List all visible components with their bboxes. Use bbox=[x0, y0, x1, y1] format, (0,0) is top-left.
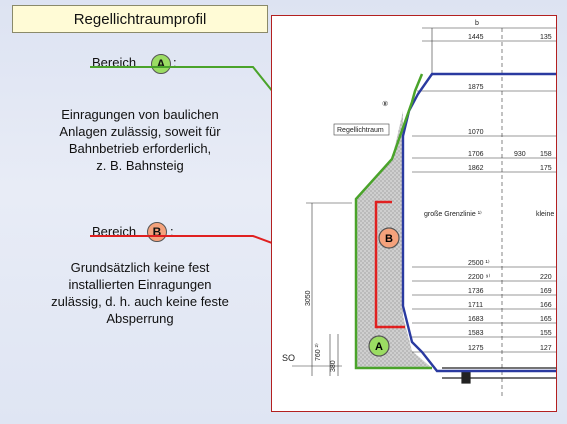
dim-760: 760 ²⁾ bbox=[314, 343, 322, 361]
dim-value: 1275 bbox=[468, 345, 484, 352]
limit-profile bbox=[401, 72, 556, 373]
zone-b-desc-line: Absperrung bbox=[106, 311, 174, 326]
zone-a-desc-line: z. B. Bahnsteig bbox=[96, 158, 184, 173]
dim-value: 1683 bbox=[468, 316, 484, 323]
dim-value-right: 166 bbox=[540, 302, 552, 309]
drawing-badge-b bbox=[378, 227, 400, 249]
zone-b-colon: : bbox=[170, 224, 174, 239]
dim-value: 1862 bbox=[468, 165, 484, 172]
dim-value-right: 220 bbox=[540, 274, 552, 281]
label-b: b bbox=[475, 20, 479, 27]
rail-base bbox=[442, 367, 556, 384]
dim-value-right: 158 bbox=[540, 151, 552, 158]
circle-marker: ⑧ bbox=[382, 100, 388, 108]
dim-value: 1875 bbox=[468, 84, 484, 91]
zone-b-desc-line: zulässig, d. h. auch keine feste bbox=[51, 294, 229, 309]
dim-value: 1070 bbox=[468, 129, 484, 136]
dim-value-right: 165 bbox=[540, 316, 552, 323]
dim-380: 380 bbox=[330, 360, 337, 372]
zone-b-desc-line: installierten Einragungen bbox=[68, 277, 212, 292]
label-so: SO bbox=[282, 353, 295, 363]
dim-value-right: 169 bbox=[540, 288, 552, 295]
drawing-badge-a-text: A bbox=[375, 341, 383, 353]
title-box: Regellichtraumprofil bbox=[12, 5, 268, 33]
dim-value: 1706 bbox=[468, 151, 484, 158]
dim-value: 2500 ¹⁾ bbox=[468, 259, 490, 267]
zone-a-desc-line: Einragungen von baulichen bbox=[61, 107, 219, 122]
zone-a-desc-line: Anlagen zulässig, soweit für bbox=[59, 124, 221, 139]
dim-value: 1583 bbox=[468, 330, 484, 337]
profile-drawing: Regellichtraum große Grenzlinie ¹⁾ klein… bbox=[271, 15, 557, 412]
page-title: Regellichtraumprofil bbox=[73, 10, 207, 28]
zone-a-description: Einragungen von baulichen Anlagen zuläss… bbox=[20, 106, 260, 174]
zone-b-description: Grundsätzlich keine fest installierten E… bbox=[20, 259, 260, 327]
label-grenzlinie: große Grenzlinie ¹⁾ bbox=[424, 210, 482, 218]
zone-a-colon: : bbox=[173, 55, 177, 70]
label-regellichtraum: Regellichtraum bbox=[337, 127, 384, 134]
dim-value: 1736 bbox=[468, 288, 484, 295]
zone-b-desc-line: Grundsätzlich keine fest bbox=[70, 260, 210, 275]
dim-value-right: 175 bbox=[540, 165, 552, 172]
dim-value-right: 127 bbox=[540, 345, 552, 352]
dim-value-right: 135 bbox=[540, 34, 552, 41]
vertical-dim-3050: 3050 bbox=[305, 290, 312, 306]
zone-a-desc-line: Bahnbetrieb erforderlich, bbox=[68, 141, 212, 156]
dim-value: 1445 bbox=[468, 34, 484, 41]
dim-value-right: 930 bbox=[514, 151, 526, 158]
profile-svg: Regellichtraum große Grenzlinie ¹⁾ klein… bbox=[282, 20, 556, 396]
zone-a-badge: A bbox=[151, 54, 171, 74]
label-kleine: kleine bbox=[536, 211, 554, 218]
zone-b-outline bbox=[374, 200, 405, 329]
dim-value-right: 155 bbox=[540, 330, 552, 337]
drawing-badge-a bbox=[368, 335, 390, 357]
drawing-badge-b-text: B bbox=[385, 233, 393, 245]
dimension-lines bbox=[292, 27, 556, 396]
dim-value: 1711 bbox=[468, 302, 483, 309]
zone-a-outline bbox=[354, 73, 432, 370]
dim-value: 2200 ⁹⁾ bbox=[468, 273, 491, 281]
